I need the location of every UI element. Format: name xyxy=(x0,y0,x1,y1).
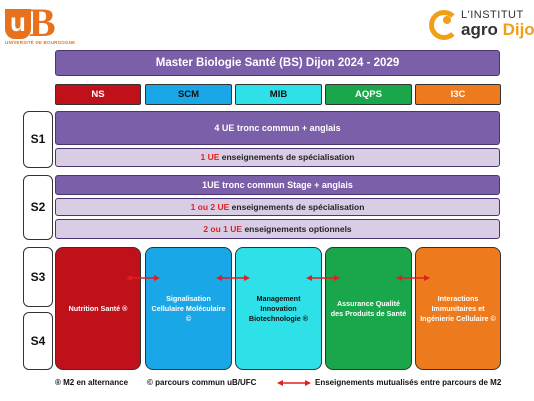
ub-logo-b: B xyxy=(29,0,56,45)
track-label-scm: Signalisation Cellulaire Moléculaire © xyxy=(151,293,226,323)
s2-opt-text: enseignements optionnels xyxy=(242,224,352,234)
track-box-scm: Signalisation Cellulaire Moléculaire © xyxy=(145,247,232,370)
agro-logo-word: agro xyxy=(461,20,498,39)
semester-label-s2: S2 xyxy=(23,175,53,240)
column-header-scm: SCM xyxy=(145,84,232,105)
column-header-mib: MIB xyxy=(235,84,322,105)
track-box-ns: Nutrition Santé ® xyxy=(55,247,141,370)
mutualisation-arrow-ns-scm xyxy=(126,275,160,281)
column-header-ns: NS xyxy=(55,84,141,105)
s2-optional-band: 2 ou 1 UE enseignements optionnels xyxy=(55,219,500,239)
s1-core-band: 4 UE tronc commun + anglais xyxy=(55,111,500,145)
track-label-i3c: Interactions Immunitaires et Ingénierie … xyxy=(420,293,496,323)
agro-logo-line2: agro Dijon xyxy=(461,20,534,40)
track-label-aqps: Assurance Qualité des Produits de Santé xyxy=(330,298,407,318)
s2-specialisation-band: 1 ou 2 UE enseignements de spécialisatio… xyxy=(55,198,500,216)
track-label-mib: Management Innovation Biotechnologie ® xyxy=(248,293,309,323)
diagram-title: Master Biologie Santé (BS) Dijon 2024 - … xyxy=(55,50,500,76)
agro-logo-line1: L'INSTITUT xyxy=(461,9,524,21)
legend-parcours-commun: © parcours commun uB/UFC xyxy=(147,378,257,387)
s2-spec-count: 1 ou 2 UE xyxy=(190,202,230,212)
semester-label-s3: S3 xyxy=(23,247,53,307)
ub-logo-u: u xyxy=(5,9,31,39)
mutualisation-arrow-scm-mib xyxy=(216,275,250,281)
s2-core-band: 1UE tronc commun Stage + anglais xyxy=(55,175,500,195)
track-box-i3c: Interactions Immunitaires et Ingénierie … xyxy=(415,247,501,370)
legend-arrow-icon xyxy=(277,380,311,386)
track-label-ns: Nutrition Santé ® xyxy=(68,303,128,313)
column-header-i3c: I3C xyxy=(415,84,501,105)
mutualisation-arrow-mib-aqps xyxy=(306,275,340,281)
track-box-aqps: Assurance Qualité des Produits de Santé xyxy=(325,247,412,370)
mutualisation-arrow-aqps-i3c xyxy=(396,275,430,281)
semester-label-s4: S4 xyxy=(23,312,53,370)
s1-spec-text: enseignements de spécialisation xyxy=(219,152,355,162)
column-header-aqps: AQPS xyxy=(325,84,412,105)
track-box-mib: Management Innovation Biotechnologie ® xyxy=(235,247,322,370)
legend-mutualises: Enseignements mutualisés entre parcours … xyxy=(315,378,502,387)
s2-spec-text: enseignements de spécialisation xyxy=(229,202,365,212)
agro-logo-dot-icon xyxy=(443,16,451,24)
s2-opt-count: 2 ou 1 UE xyxy=(203,224,243,234)
s1-spec-count: 1 UE xyxy=(200,152,220,162)
agro-logo-ring-icon xyxy=(429,10,459,40)
universite-bourgogne-logo: u B UNIVERSITÉ DE BOURGOGNE xyxy=(5,0,76,47)
legend-alternance: ® M2 en alternance xyxy=(55,378,129,387)
ub-logo-subtitle: UNIVERSITÉ DE BOURGOGNE xyxy=(5,40,76,45)
s1-specialisation-band: 1 UE enseignements de spécialisation xyxy=(55,148,500,167)
semester-label-s1: S1 xyxy=(23,111,53,168)
agro-logo-city: Dijon xyxy=(502,20,534,39)
